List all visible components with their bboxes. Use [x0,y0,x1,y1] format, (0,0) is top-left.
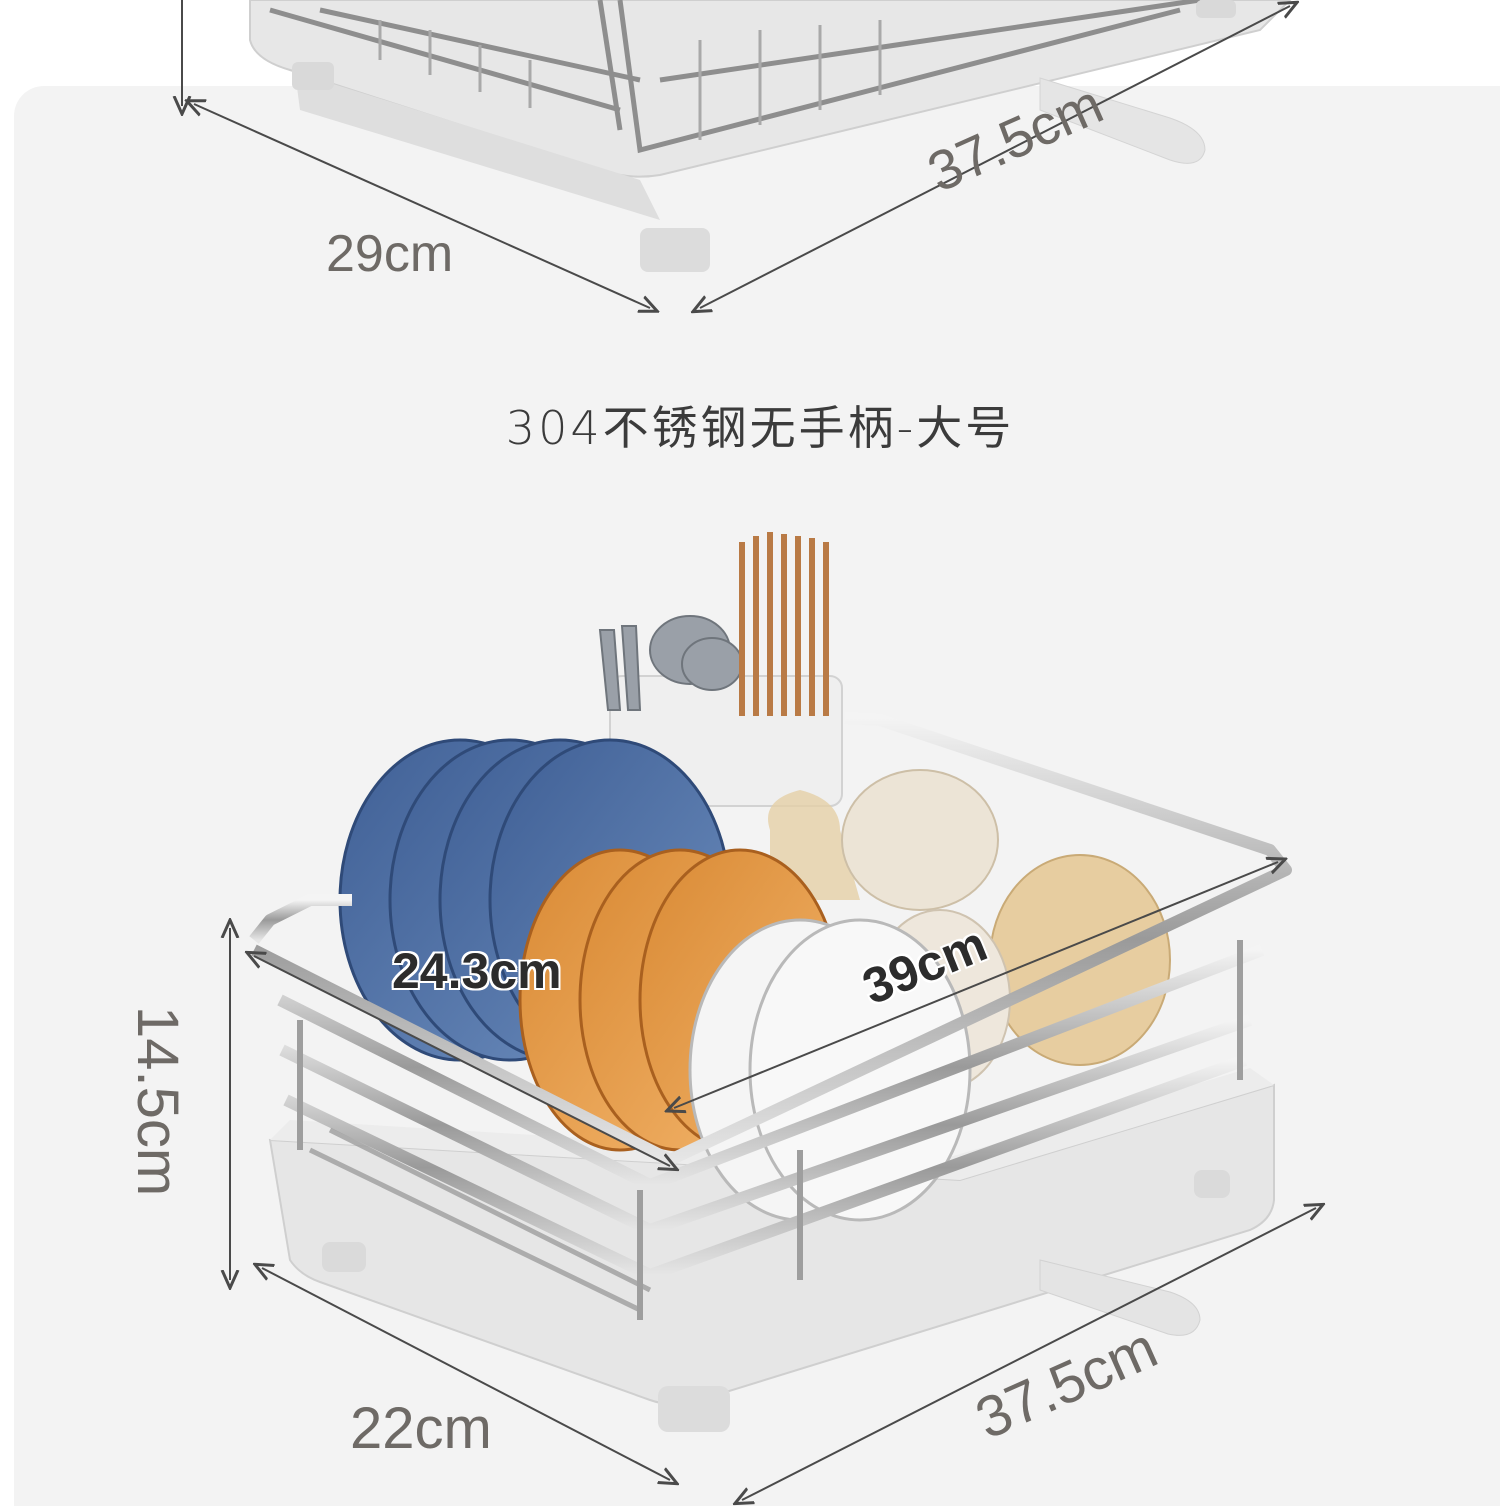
plate-width-label: 24.3cm [392,943,562,999]
bottom-height-label: 14.5cm [125,1006,190,1197]
product-variant-title: 304不锈钢无手柄-大号 [505,401,1015,455]
bottom-depth-label: 22cm [350,1396,492,1461]
top-depth-label: 29cm [326,225,454,283]
bottom-dimension-lines [230,862,1316,1500]
top-dimension-lines [182,0,1290,308]
